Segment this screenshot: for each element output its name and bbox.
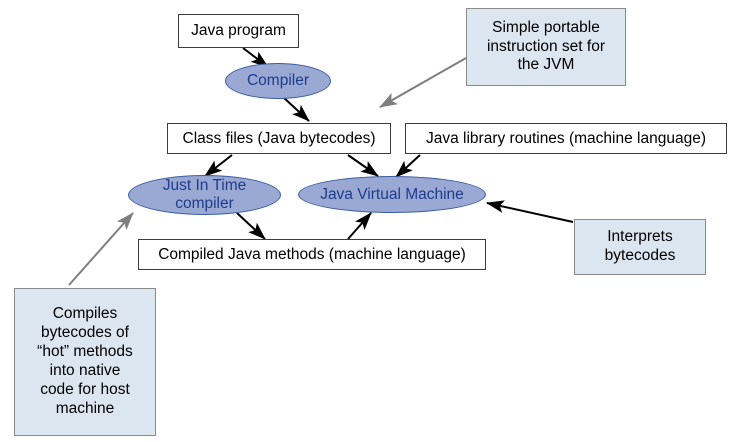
node-class-files-label: Class files (Java bytecodes): [182, 129, 376, 147]
callout-jit-note-label: Compiles bytecodes of “hot” methods into…: [37, 305, 133, 417]
callout-bytecode-note-label: Simple portable instruction set for the …: [486, 18, 606, 74]
edge-compiler-to-class-files: [282, 96, 310, 122]
node-java-virtual-machine-label: Java Virtual Machine: [320, 185, 464, 203]
node-jit-compiler-label: Just In Time compiler: [162, 177, 247, 212]
node-compiler[interactable]: Compiler: [225, 63, 331, 99]
edge-compiled-methods-to-jvm: [347, 212, 372, 240]
node-class-files[interactable]: Class files (Java bytecodes): [167, 123, 391, 154]
node-java-library-routines[interactable]: Java library routines (machine language): [405, 123, 727, 154]
node-compiled-java-methods-label: Compiled Java methods (machine language): [158, 245, 466, 263]
node-compiler-label: Compiler: [246, 72, 309, 90]
node-java-program[interactable]: Java program: [178, 14, 299, 48]
callout-interprets-note-label: Interprets bytecodes: [604, 228, 676, 264]
edge-class-files-to-jvm: [347, 154, 379, 177]
callout-bytecode-note[interactable]: Simple portable instruction set for the …: [466, 8, 626, 86]
node-compiled-java-methods[interactable]: Compiled Java methods (machine language): [138, 239, 486, 270]
edge-class-files-to-jit: [204, 154, 233, 177]
edge-jit-note-to-jit: [68, 212, 134, 286]
callout-jit-note[interactable]: Compiles bytecodes of “hot” methods into…: [14, 288, 156, 436]
edge-interprets-note-to-jvm: [486, 200, 574, 223]
node-jit-compiler[interactable]: Just In Time compiler: [128, 175, 281, 215]
edge-library-routines-to-jvm: [395, 154, 421, 178]
node-java-virtual-machine[interactable]: Java Virtual Machine: [298, 176, 486, 213]
edge-jit-to-compiled-methods: [236, 212, 266, 240]
callout-interprets-note[interactable]: Interprets bytecodes: [574, 219, 706, 275]
node-java-library-routines-label: Java library routines (machine language): [425, 129, 706, 147]
node-java-program-label: Java program: [191, 22, 286, 40]
edge-bytecode-note-to-class-files: [379, 57, 467, 108]
